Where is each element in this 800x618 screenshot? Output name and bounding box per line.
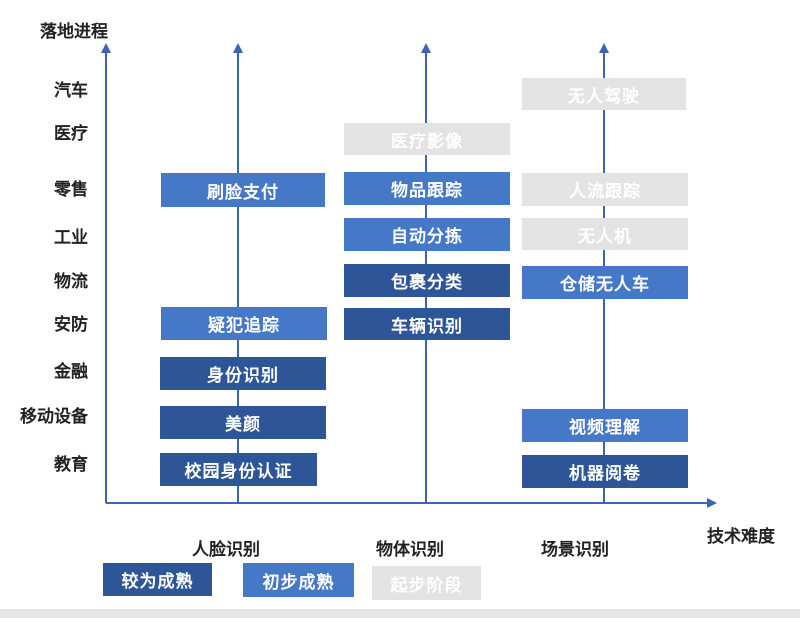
row-label-logistics: 物流: [54, 272, 88, 292]
box-vehicle-recognition: 车辆识别: [344, 308, 510, 340]
legend-starting: 起步阶段: [372, 566, 481, 600]
row-label-finance: 金融: [54, 362, 88, 382]
legend-initial: 初步成熟: [243, 563, 354, 597]
box-face-payment: 刷脸支付: [161, 173, 325, 207]
y-axis-title: 落地进程: [40, 22, 108, 42]
row-label-industry: 工业: [54, 228, 88, 248]
box-video-understanding: 视频理解: [522, 409, 688, 442]
bottom-divider: [0, 609, 800, 618]
column-label-object: 物体识别: [376, 540, 444, 560]
row-label-security: 安防: [54, 315, 88, 335]
box-machine-grading: 机器阅卷: [522, 455, 688, 488]
row-label-education: 教育: [54, 455, 88, 475]
box-beauty: 美颜: [160, 406, 326, 439]
row-label-mobile: 移动设备: [20, 407, 88, 427]
box-suspect-tracking: 疑犯追踪: [161, 307, 327, 340]
box-identity-recognition: 身份识别: [160, 357, 326, 390]
box-item-tracking: 物品跟踪: [344, 172, 510, 205]
box-autonomous-driving: 无人驾驶: [522, 78, 686, 110]
legend-mature: 较为成熟: [103, 563, 212, 596]
box-warehouse-vehicle: 仓储无人车: [522, 266, 688, 299]
column-label-face: 人脸识别: [192, 540, 260, 560]
box-crowd-tracking: 人流跟踪: [522, 173, 688, 206]
box-drone: 无人机: [522, 218, 688, 250]
x-axis-title: 技术难度: [707, 527, 775, 547]
row-label-auto: 汽车: [54, 81, 88, 101]
box-auto-sorting: 自动分拣: [344, 218, 510, 251]
row-label-retail: 零售: [54, 180, 88, 200]
box-parcel-classification: 包裹分类: [344, 264, 510, 297]
box-campus-id-auth: 校园身份认证: [160, 453, 317, 486]
box-medical-imaging: 医疗影像: [344, 123, 510, 155]
row-label-medical: 医疗: [54, 124, 88, 144]
column-label-scene: 场景识别: [541, 540, 609, 560]
